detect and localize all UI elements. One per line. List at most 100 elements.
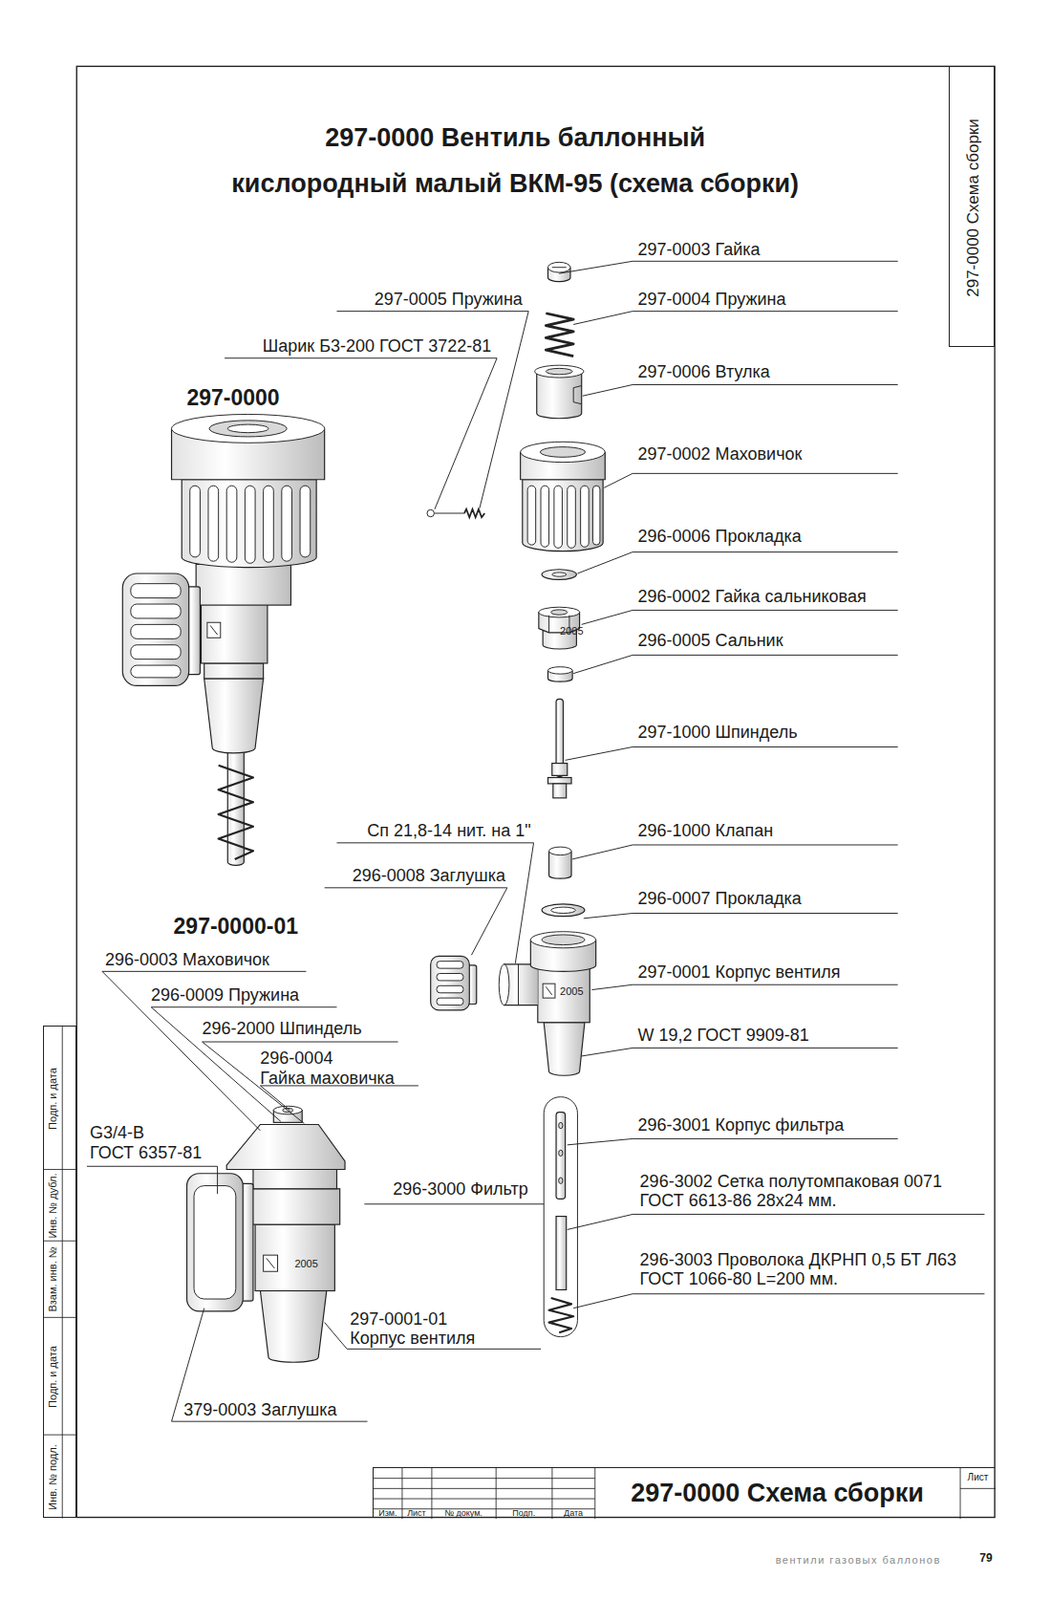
assembled-valve-variant [187, 1105, 345, 1362]
filter-part [558, 1121, 563, 1128]
stamp-grid-line [373, 1507, 596, 1509]
ball-and-spring [464, 509, 485, 518]
assembly-number: 297-0000 [186, 386, 279, 411]
stamp-grid-line [373, 1497, 596, 1499]
part-label: 297-0003 Гайка [637, 239, 760, 259]
leader-line [259, 1085, 418, 1111]
leader-line [581, 1047, 899, 1056]
handwheel-part [554, 485, 563, 548]
valve-body-part [541, 934, 585, 945]
assembled-valve [130, 623, 181, 639]
assembled-valve-variant [187, 1173, 244, 1311]
margin-stamp-strip: Подп. и датаИнв. № дубл.Взам. инв. №Подп… [42, 1025, 77, 1518]
stamp-grid-line [551, 1467, 553, 1519]
leader-line [573, 311, 898, 325]
plug-part [436, 997, 464, 1005]
stamp-text: Подп. и дата [47, 1067, 59, 1130]
assembled-valve [204, 678, 264, 753]
spring-part [545, 313, 574, 357]
filter-part [543, 1096, 578, 1337]
gland-nut-part [551, 609, 568, 615]
part-label: 296-0003 Маховичок [105, 949, 270, 969]
stamp-text: Дата [563, 1508, 583, 1518]
valve-body-part [517, 964, 519, 1006]
part-label: W 19,2 ГОСТ 9909-81 [637, 1025, 809, 1045]
assembled-valve [122, 573, 189, 686]
stamp-text: Подп. [512, 1508, 536, 1518]
stamp-text: Инв. № дубл. [47, 1172, 59, 1238]
ball-and-spring [434, 513, 465, 515]
sheet-frame [76, 65, 995, 1517]
gland-packing-part [547, 666, 573, 674]
leader-line [573, 1293, 985, 1309]
assembled-valve [130, 664, 181, 678]
assembled-valve [210, 624, 217, 635]
part-label: 297-0001-01 Корпус вентиля [349, 1308, 475, 1348]
assembled-valve [208, 485, 219, 561]
leader-line [364, 1202, 544, 1204]
leader-line [572, 844, 899, 859]
assembled-valve [130, 583, 181, 599]
assembled-valve [181, 479, 317, 568]
stamp-text: 297-0000 Схема сборки [965, 118, 982, 298]
spindle-part [547, 698, 572, 798]
spindle-part [547, 777, 572, 784]
assembled-valve-variant [193, 1185, 236, 1300]
part-label: Шарик Б3-200 ГОСТ 3722-81 [262, 336, 493, 356]
bushing-part [573, 386, 582, 405]
part-label: 296-3002 Сетка полутомпаковая 0071 ГОСТ … [640, 1171, 943, 1210]
handwheel-part [539, 447, 585, 458]
bushing-part [545, 367, 573, 374]
leader-line [583, 913, 899, 919]
handwheel-part [580, 485, 590, 547]
part-label: 296-0005 Сальник [637, 630, 783, 650]
stamp-grid-line [960, 1487, 996, 1489]
handwheel-part [522, 479, 603, 552]
body-stamp: 2005 [559, 985, 583, 997]
gasket-part [541, 569, 577, 580]
part-label: 296-3003 Проволока ДКРНП 0,5 БТ Л63 ГОСТ… [640, 1249, 957, 1288]
stamp-grid-line [494, 1467, 496, 1519]
handwheel-part [592, 485, 600, 545]
part-label: 296-3000 Фильтр [392, 1179, 529, 1199]
part-label: 296-2000 Шпиндель [201, 1018, 362, 1038]
assembled-valve [263, 485, 275, 562]
bushing-part [535, 364, 584, 419]
valve-body-part [537, 966, 590, 1023]
assembled-valve-variant [255, 1223, 335, 1290]
leader-line [171, 1308, 368, 1422]
assembled-valve-variant [226, 1123, 345, 1169]
stamp-grid-line [959, 1467, 961, 1519]
assembled-valve [281, 485, 293, 561]
spring-part [545, 313, 574, 357]
plug-part [430, 955, 477, 1010]
leader-line [573, 654, 898, 673]
assembled-valve [300, 485, 311, 558]
leader-line [336, 842, 534, 964]
leader-line [577, 552, 898, 574]
filter-part [556, 1112, 566, 1200]
spindle-part [553, 783, 567, 798]
leader-line [603, 472, 898, 488]
stamp-grid-line [43, 1168, 78, 1170]
spindle-part [552, 763, 568, 776]
filter-part [556, 1216, 567, 1290]
stamp-grid-line [62, 1026, 64, 1519]
assembly-number: 297-0000-01 [173, 914, 299, 940]
part-label: 297-0006 Втулка [637, 362, 770, 382]
stamp-grid-line [594, 1467, 596, 1519]
part-label: 296-0002 Гайка сальниковая [637, 586, 866, 606]
handwheel-part [520, 441, 606, 551]
body-stamp: 2005 [294, 1257, 318, 1269]
assembled-valve [204, 663, 264, 679]
stamp-grid-line [43, 1240, 78, 1242]
ball-and-spring [427, 509, 485, 518]
body-stamp: 2005 [559, 624, 583, 637]
leader-line [558, 260, 898, 274]
stamp-text: Инв. № подл. [47, 1443, 59, 1510]
valve-body-part [543, 1022, 585, 1076]
plug-part [436, 961, 464, 968]
valve-body-part [530, 931, 596, 948]
leader-line [591, 984, 898, 989]
